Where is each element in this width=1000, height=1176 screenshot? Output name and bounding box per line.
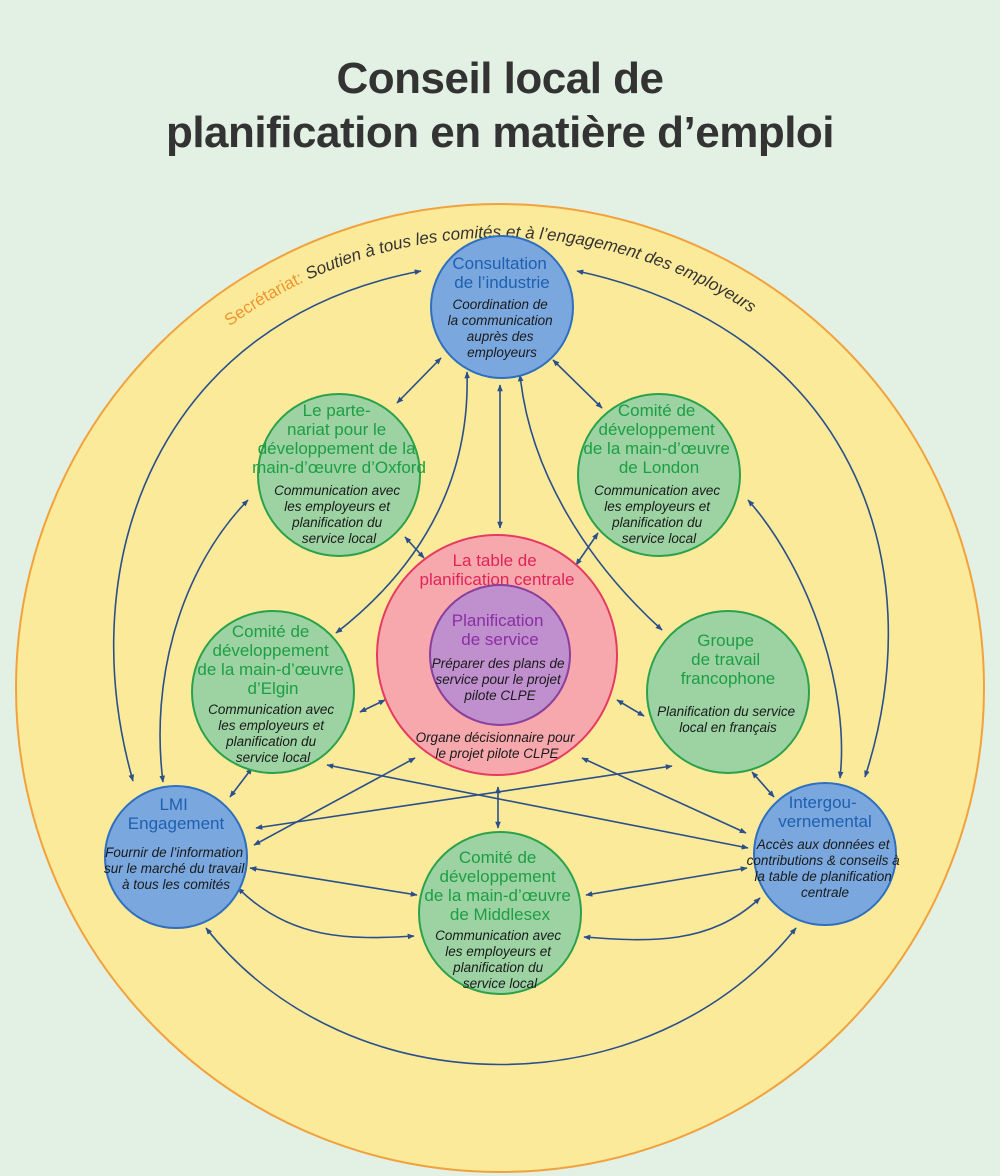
node-intergovernmental: Intergou- vernemental Accès aux données … <box>747 782 904 926</box>
service-planning-circle <box>429 584 571 726</box>
middlesex-title: Comité de développement de la main-d’œuv… <box>424 848 575 924</box>
node-oxford: Le parte- nariat pour le développement d… <box>252 393 426 557</box>
francophone-title: Groupe de travail francophone <box>681 631 776 688</box>
industry-desc: Coordination de la communication auprès … <box>448 297 557 360</box>
arrow-elgin-central <box>359 699 386 713</box>
francophone-desc: Planification du service local en frança… <box>657 704 799 735</box>
node-lmi-engagement: LMI Engagement Fournir de l’information … <box>104 785 248 929</box>
oxford-circle <box>257 393 421 557</box>
arrow-london-central <box>575 532 599 566</box>
arrow-intergovernmental-middlesex <box>585 866 748 897</box>
lmi-circle <box>104 785 248 929</box>
arrow-industry-lmi <box>112 269 422 782</box>
francophone-circle <box>646 610 810 774</box>
node-london: Comité de développement de la main-d’œuv… <box>577 393 741 557</box>
london-desc: Communication avec les employeurs et pla… <box>594 483 724 546</box>
connection-arrows <box>112 269 890 1066</box>
elgin-circle <box>191 610 355 774</box>
title-line-1: Conseil local de <box>336 54 664 103</box>
page-title: Conseil local de planification en matièr… <box>0 52 1000 160</box>
central-planning-title: La table de planification centrale <box>420 551 575 589</box>
node-service-planning: Planification de service Préparer des pl… <box>429 584 571 726</box>
oxford-desc: Communication avec les employeurs et pla… <box>274 483 404 546</box>
intergovernmental-circle <box>753 782 897 926</box>
node-francophone: Groupe de travail francophone Planificat… <box>646 610 810 774</box>
elgin-title: Comité de développement de la main-d’œuv… <box>197 622 348 698</box>
arrow-francophone-lmi <box>255 764 673 830</box>
arrow-oxford-central <box>404 536 425 559</box>
middlesex-circle <box>418 831 582 995</box>
node-elgin: Comité de développement de la main-d’œuv… <box>191 610 355 774</box>
arrow-industry-intergovernmental <box>576 269 890 778</box>
central-planning-desc: Organe décisionnaire pour le projet pilo… <box>416 730 579 761</box>
industry-title: Consultation de l’industrie <box>452 254 551 292</box>
elgin-desc: Communication avec les employeurs et pla… <box>208 702 338 765</box>
oxford-title: Le parte- nariat pour le développement d… <box>252 401 426 477</box>
lmi-desc: Fournir de l’information sur le marché d… <box>104 845 248 892</box>
arrow-francophone-central <box>616 699 645 717</box>
arrow-francophone-intergovernmental <box>751 771 775 798</box>
intergovernmental-desc: Accès aux données et contributions & con… <box>747 837 904 900</box>
london-circle <box>577 393 741 557</box>
arrow-intergovernmental-middlesex-curve <box>583 897 761 941</box>
node-middlesex: Comité de développement de la main-d’œuv… <box>418 831 582 995</box>
node-industry-consultation: Consultation de l’industrie Coordination… <box>430 235 574 379</box>
arrow-london-intergovernmental <box>747 499 844 779</box>
arrow-elgin-lmi <box>229 767 253 798</box>
middlesex-desc: Communication avec les employeurs et pla… <box>435 928 565 991</box>
arrow-lmi-intergovernmental <box>205 927 797 1066</box>
london-title: Comité de développement de la main-d’œuv… <box>583 401 734 477</box>
intergovernmental-title: Intergou- vernemental <box>778 793 872 831</box>
arrow-oxford-lmi <box>159 499 249 783</box>
lmi-title: LMI Engagement <box>128 795 225 833</box>
service-planning-desc: Préparer des plans de service pour le pr… <box>432 656 569 703</box>
title-line-2: planification en matière d’emploi <box>165 108 835 157</box>
industry-circle <box>430 235 574 379</box>
service-planning-title: Planification de service <box>452 611 548 649</box>
